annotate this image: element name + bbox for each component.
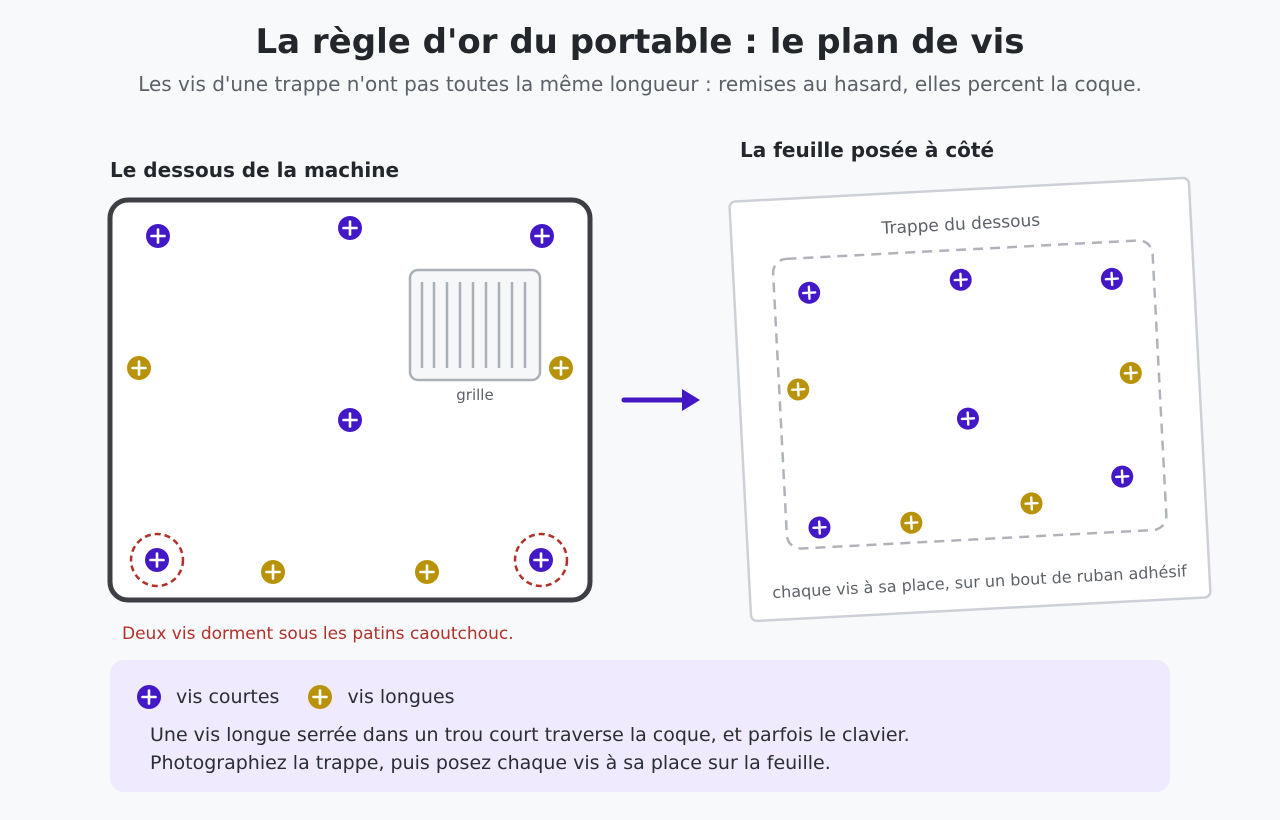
- rubber-feet-note: Deux vis dorment sous les patins caoutch…: [122, 624, 514, 644]
- long-screw-icon: [1020, 492, 1043, 515]
- short-screw-icon: [529, 548, 553, 572]
- short-screw-icon: [1111, 465, 1134, 488]
- long-screw-icon: [127, 356, 151, 380]
- legend-long-label: vis longues: [347, 686, 455, 708]
- sheet-paper: [728, 176, 1212, 623]
- short-screw-icon: [949, 268, 972, 291]
- legend-explanation-1: Une vis longue serrée dans un trou court…: [150, 724, 910, 746]
- legend-panel: vis courtes vis longues Une vis longue s…: [110, 660, 1170, 792]
- long-screw-icon: [415, 560, 439, 584]
- arrow-right-icon: [621, 389, 700, 411]
- vent-grille: [408, 268, 542, 382]
- short-screw-icon: [956, 407, 979, 430]
- short-screw-icon: [798, 281, 821, 304]
- long-screw-icon: [900, 511, 923, 534]
- short-screw-icon: [338, 216, 362, 240]
- rubber-foot-marker-right: [513, 532, 569, 588]
- short-screw-icon: [145, 548, 169, 572]
- rubber-foot-marker-left: [129, 532, 185, 588]
- legend-explanation-2: Photographiez la trappe, puis posez chaq…: [150, 752, 831, 774]
- long-screw-icon: [261, 560, 285, 584]
- long-screw-icon: [308, 685, 333, 709]
- page-title: La règle d'or du portable : le plan de v…: [255, 22, 1025, 62]
- laptop-outline: [107, 197, 593, 603]
- short-screw-icon: [1100, 267, 1123, 290]
- legend-short-label: vis courtes: [176, 686, 280, 708]
- laptop-underside-diagram: grille: [107, 197, 593, 603]
- machine-heading: Le dessous de la machine: [110, 158, 400, 182]
- long-screw-icon: [787, 378, 810, 401]
- legend-item-long: vis longues: [307, 684, 455, 710]
- legend-item-short: vis courtes: [136, 684, 279, 710]
- screw-map-sheet: Trappe du dessous chaque vis à sa place,…: [728, 176, 1212, 623]
- short-screw-icon: [808, 516, 831, 539]
- legend-row: vis courtes vis longues: [136, 684, 483, 710]
- long-screw-icon: [549, 356, 573, 380]
- sheet-heading: La feuille posée à côté: [740, 138, 995, 162]
- vent-label: grille: [456, 386, 493, 404]
- short-screw-icon: [146, 224, 170, 248]
- page-subtitle: Les vis d'une trappe n'ont pas toutes la…: [138, 72, 1142, 96]
- short-screw-icon: [530, 224, 554, 248]
- short-screw-icon: [338, 408, 362, 432]
- short-screw-icon: [137, 685, 161, 709]
- hatch-outline: [771, 239, 1168, 550]
- long-screw-icon: [1119, 362, 1142, 385]
